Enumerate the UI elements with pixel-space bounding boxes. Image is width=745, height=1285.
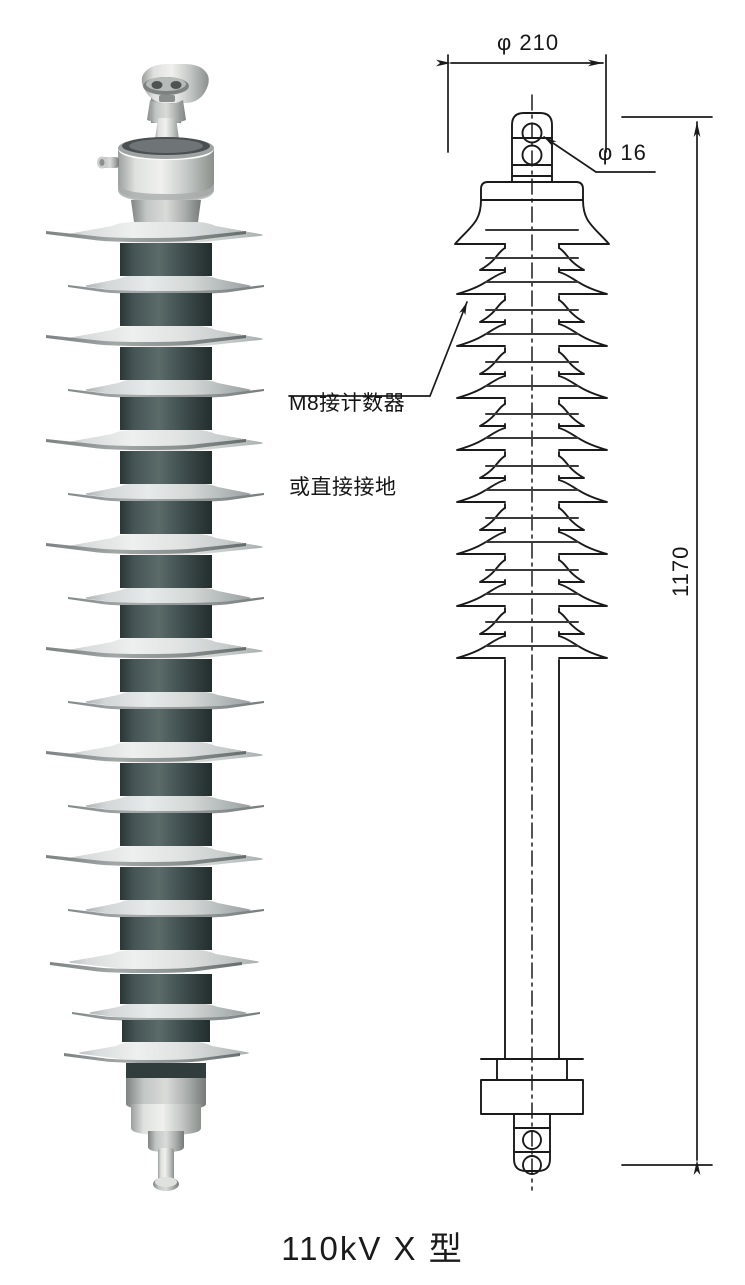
- figure-caption: 110kV X 型: [281, 1230, 464, 1267]
- bottom-terminal-lug: [513, 1113, 551, 1175]
- top-terminal-lug: [511, 112, 553, 183]
- top-bolt-hole-2: [521, 144, 543, 166]
- top-bolt-hole-1: [521, 122, 543, 144]
- bottom-flange: [480, 1058, 584, 1115]
- ground-terminal-annotation: M8接计数器 或直接接地: [289, 334, 405, 558]
- dimension-1170: [621, 116, 713, 1175]
- annotation-line-2: 或直接接地: [289, 476, 397, 499]
- product-photograph: [46, 64, 264, 1191]
- photo-bottom-fitting: [126, 1063, 206, 1191]
- housing-sheds: [454, 199, 610, 1060]
- dimension-phi210: [436, 54, 607, 153]
- dimension-label-phi16: φ 16: [598, 140, 647, 165]
- photo-top-clamp: [141, 64, 209, 124]
- annotation-line-1: M8接计数器: [289, 392, 406, 415]
- annotation-leader: [288, 301, 468, 397]
- top-flange: [480, 181, 584, 201]
- photo-side-stud: [97, 156, 119, 169]
- photo-sheds: [46, 222, 264, 1063]
- bottom-bolt-hole-1: [522, 1130, 542, 1150]
- bottom-bolt-hole-2: [522, 1155, 542, 1175]
- photo-top-cap: [97, 137, 214, 222]
- dimension-label-1170: 1170: [668, 545, 693, 597]
- dimension-label-phi210: φ 210: [497, 30, 560, 55]
